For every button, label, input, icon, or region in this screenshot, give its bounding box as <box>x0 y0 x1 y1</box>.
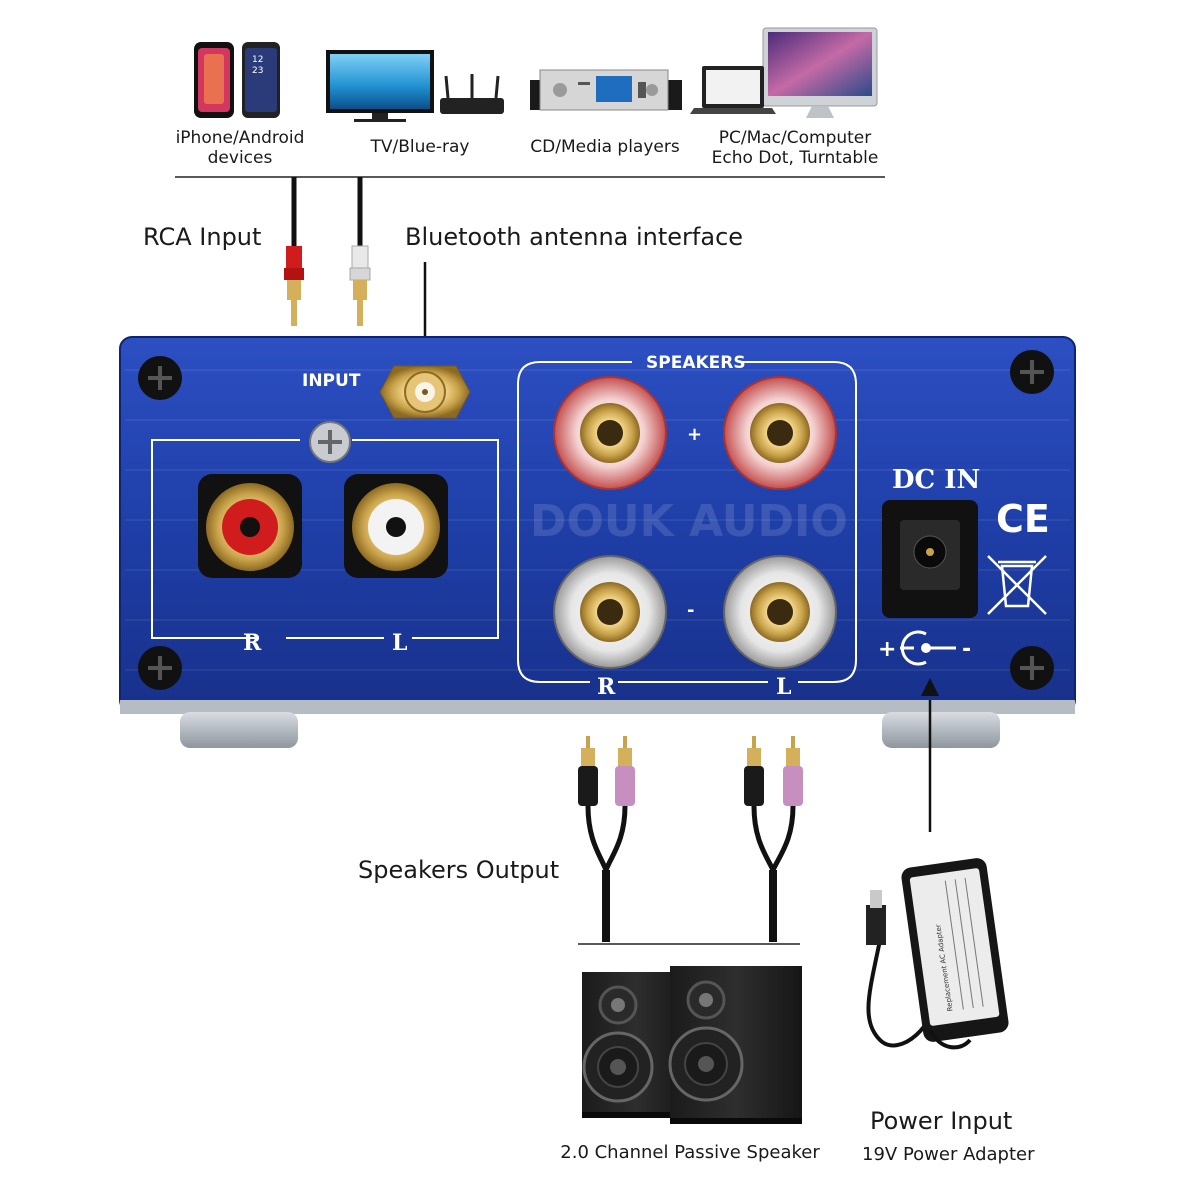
rca-input-label: RCA Input <box>143 223 262 251</box>
power-arrow <box>921 678 939 832</box>
source-label-cd: CD/Media players <box>530 137 680 157</box>
panel-speakers-r: R <box>597 674 616 700</box>
panel-speakers-l: L <box>776 674 791 700</box>
binding-post-black-r <box>553 555 667 669</box>
power-adapter-label: 19V Power Adapter <box>862 1144 1035 1165</box>
svg-text:-: - <box>962 637 971 662</box>
tv-router-icon <box>326 50 504 122</box>
screw-icon <box>138 350 1054 690</box>
ce-mark: CE <box>996 497 1050 541</box>
rca-jack-white <box>344 474 448 578</box>
panel-speakers-label: SPEAKERS <box>646 353 746 373</box>
speaker-wire-left-icon <box>578 736 635 942</box>
svg-text:12: 12 <box>252 55 263 65</box>
dc-power-jack <box>882 500 978 618</box>
speaker-caption: 2.0 Channel Passive Speaker <box>560 1142 820 1163</box>
source-label-computer: PC/Mac/Computer Echo Dot, Turntable <box>711 128 879 168</box>
source-label-phones: iPhone/Android devices <box>175 128 305 168</box>
binding-post-black-l <box>723 555 837 669</box>
binding-post-red-r <box>553 376 667 490</box>
rca-cables-icon <box>284 177 371 326</box>
computer-icon <box>690 27 878 118</box>
binding-post-red-l <box>723 376 837 490</box>
input-outline <box>151 439 499 639</box>
svg-text:23: 23 <box>252 66 263 76</box>
speaker-wire-right-icon <box>744 736 803 942</box>
source-label-tv: TV/Blue-ray <box>370 137 470 157</box>
rubber-feet <box>180 712 1000 748</box>
bluetooth-antenna-connector <box>379 365 471 419</box>
panel-dc-in-label: DC IN <box>892 465 980 495</box>
panel-input-l: L <box>392 630 407 656</box>
rca-jack-red <box>198 474 302 578</box>
panel-minus-sign: - <box>687 600 694 621</box>
phones-icon: 12 23 <box>194 42 280 118</box>
brand-watermark: DOUK AUDIO <box>530 496 848 547</box>
svg-text:+: + <box>878 637 896 662</box>
panel-plus-sign: + <box>687 424 702 445</box>
bluetooth-antenna-label: Bluetooth antenna interface <box>405 223 744 251</box>
speakers-outline <box>517 361 857 683</box>
ground-screw-icon <box>309 421 351 463</box>
polarity-symbol-icon: + - <box>878 630 971 666</box>
panel-input-label: INPUT <box>302 371 361 391</box>
weee-bin-icon <box>987 555 1047 615</box>
power-input-label: Power Input <box>870 1107 1013 1135</box>
cd-player-icon <box>530 69 682 111</box>
speakers-output-label: Speakers Output <box>358 856 560 884</box>
passive-speaker-right-icon <box>668 966 802 1124</box>
power-adapter-icon: Replacement AC Adapter <box>866 858 1009 1050</box>
panel-input-r: R <box>243 630 262 656</box>
